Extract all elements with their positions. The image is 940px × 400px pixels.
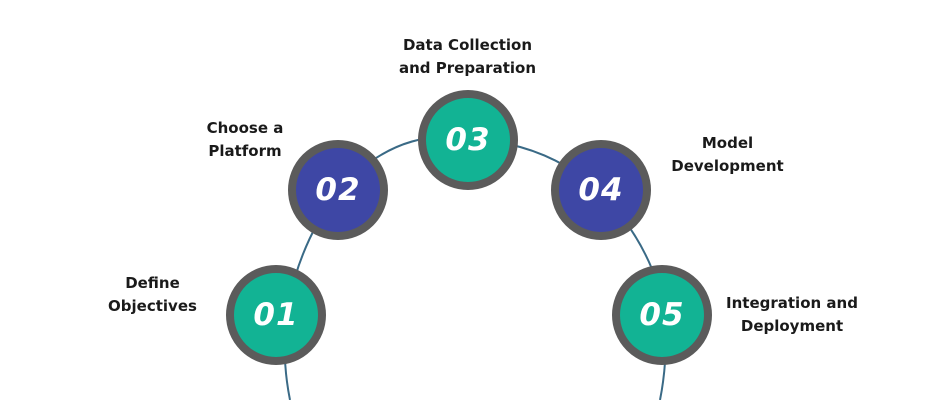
step-circle-04: 04: [551, 140, 651, 240]
step-label-04: Model Development: [660, 132, 795, 178]
step-number-01: 01: [253, 297, 299, 333]
step-label-01-line2: Objectives: [108, 297, 197, 315]
step-label-05: Integration and Deployment: [712, 292, 872, 338]
step-label-05-line2: Deployment: [740, 317, 844, 335]
step-circle-01: 01: [226, 265, 326, 365]
step-label-02-line1: Choose a: [206, 119, 284, 137]
step-label-01-line1: Define: [125, 274, 180, 292]
step-label-05-line1: Integration and: [726, 294, 858, 312]
step-label-04-line1: Model: [701, 134, 754, 152]
step-circle-02: 02: [288, 140, 388, 240]
step-number-05: 05: [639, 297, 685, 333]
step-number-04: 04: [578, 172, 624, 208]
step-label-02-line2: Platform: [208, 142, 282, 160]
step-number-02: 02: [315, 172, 361, 208]
step-circle-03: 03: [418, 90, 518, 190]
step-circle-05: 05: [612, 265, 712, 365]
step-label-03-line2: and Preparation: [399, 59, 536, 77]
step-number-03: 03: [445, 122, 491, 158]
step-label-02: Choose a Platform: [185, 117, 305, 163]
step-label-04-line2: Development: [671, 157, 784, 175]
step-label-03: Data Collection and Preparation: [375, 34, 560, 80]
step-label-03-line1: Data Collection: [402, 36, 533, 54]
step-label-01: Define Objectives: [90, 272, 215, 318]
